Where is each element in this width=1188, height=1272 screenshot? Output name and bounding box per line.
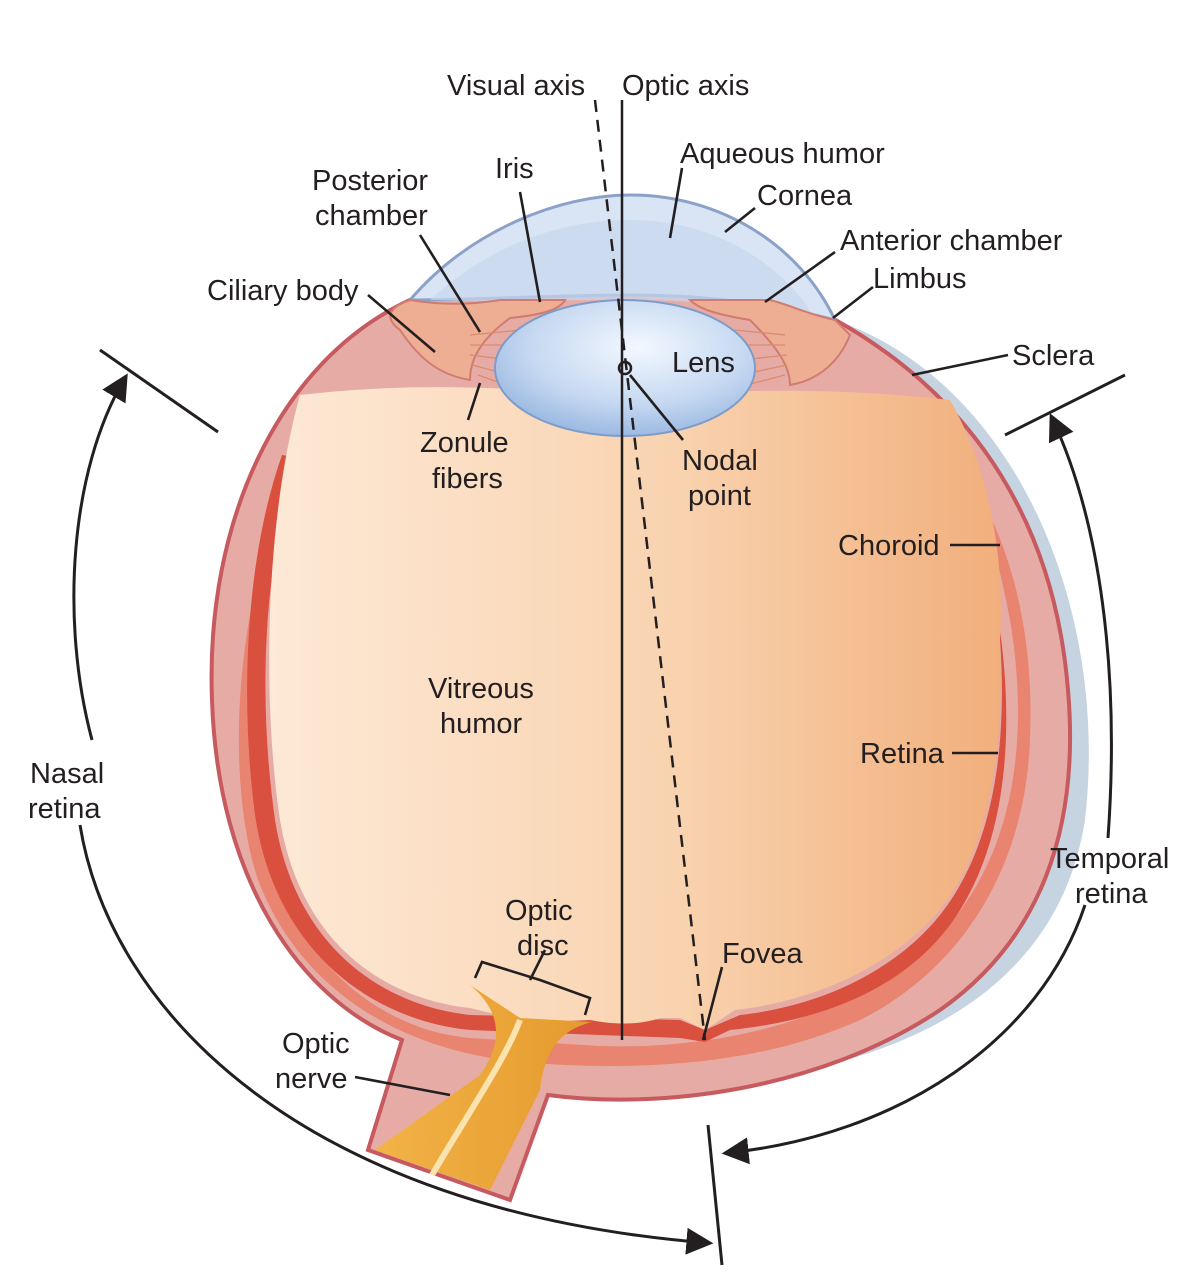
label-ciliary-body: Ciliary body (207, 275, 359, 307)
label-nodal-point-2: point (688, 480, 751, 512)
label-optic-nerve-2: nerve (275, 1063, 348, 1095)
temporal-retina-arc-bottom (721, 904, 1087, 1165)
label-choroid: Choroid (838, 530, 940, 562)
label-nasal-retina-2: retina (28, 793, 101, 825)
bottom-tick (706, 1124, 724, 1266)
label-zonule-fibers-2: fibers (432, 463, 503, 495)
label-optic-nerve-1: Optic (282, 1028, 350, 1060)
label-vitreous-humor-1: Vitreous (428, 673, 534, 705)
label-nodal-point-1: Nodal (682, 445, 758, 477)
label-optic-disc-1: Optic (505, 895, 573, 927)
label-optic-axis: Optic axis (622, 70, 749, 102)
label-iris: Iris (495, 153, 534, 185)
label-zonule-fibers-1: Zonule (420, 427, 509, 459)
label-optic-disc-2: disc (517, 930, 569, 962)
lens-shape (494, 299, 756, 437)
label-limbus: Limbus (873, 263, 967, 295)
vitreous-body (269, 387, 1001, 1030)
nasal-retina-arc-bottom (78, 824, 714, 1255)
label-temporal-retina-1: Temporal (1050, 843, 1169, 875)
optic-nerve-vessel (429, 1018, 523, 1177)
optic-disc-bracket (473, 960, 592, 1016)
label-posterior-chamber-1: Posterior (312, 165, 428, 197)
label-nasal-retina-1: Nasal (30, 758, 104, 790)
visual-axis-line (593, 99, 707, 1041)
leader-lines (354, 167, 1009, 1097)
label-fovea: Fovea (722, 938, 803, 970)
label-lens: Lens (672, 347, 735, 379)
nasal-retina-arc-top (72, 373, 128, 741)
temporal-tick-top (1004, 373, 1126, 437)
label-anterior-chamber: Anterior chamber (840, 225, 1063, 257)
label-posterior-chamber-2: chamber (315, 200, 428, 232)
nasal-tick-top (99, 348, 219, 434)
ciliary-body-left (389, 298, 567, 382)
label-aqueous-humor: Aqueous humor (680, 138, 885, 170)
label-visual-axis: Visual axis (447, 70, 585, 102)
temporal-retina-arc-top (1048, 413, 1113, 839)
label-cornea: Cornea (757, 180, 853, 212)
ciliary-body-right (687, 299, 852, 387)
nodal-point-marker (617, 360, 633, 376)
label-temporal-retina-2: retina (1075, 878, 1148, 910)
label-sclera: Sclera (1012, 340, 1095, 372)
label-retina: Retina (860, 738, 945, 770)
label-vitreous-humor-2: humor (440, 708, 523, 740)
